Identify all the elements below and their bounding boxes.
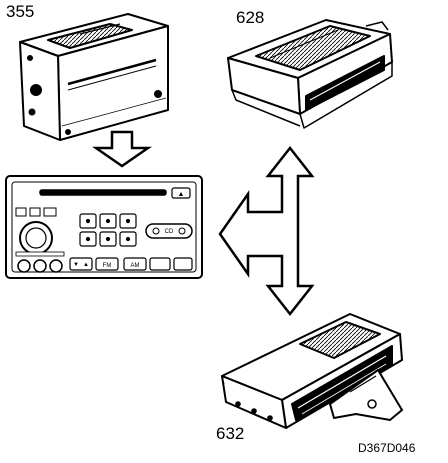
vol-down-glyph: ▼ [73, 262, 79, 268]
unit-355-cd-changer [19, 13, 169, 141]
head-unit-button-labels: ▼ ▲ FM AM CD ▲ [73, 191, 184, 269]
unit-632-module [221, 313, 403, 429]
cd-button-label: CD [165, 229, 174, 235]
label-628: 628 [236, 8, 264, 27]
eject-glyph: ▲ [178, 191, 185, 198]
am-button-label: AM [131, 263, 140, 269]
label-355: 355 [6, 2, 34, 21]
label-632: 632 [216, 424, 244, 443]
double-arrow-connector [218, 145, 315, 317]
drawing-code: D367D046 [358, 441, 416, 455]
down-arrow [91, 130, 153, 168]
fm-button-label: FM [103, 263, 112, 269]
unit-628-amplifier [227, 19, 393, 129]
head-unit [5, 175, 203, 279]
vol-up-glyph: ▲ [83, 262, 89, 268]
